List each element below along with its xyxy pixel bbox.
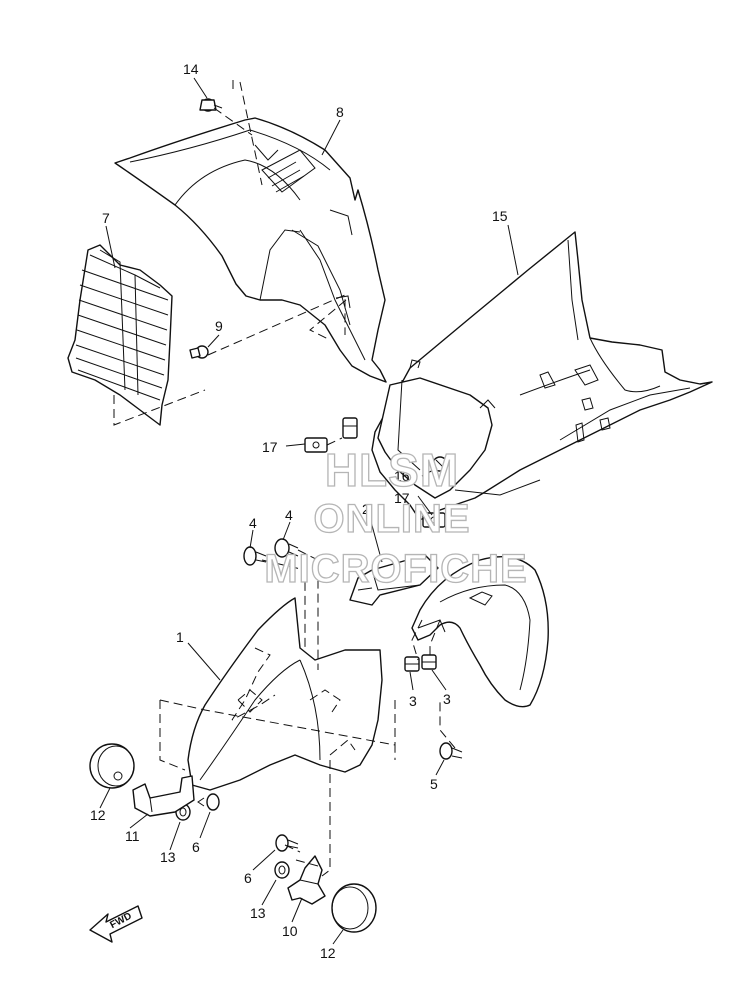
callouts: 14 8 7 9 15 17 16 17 2 4 4 1 3 3 5 12 11… (90, 61, 508, 961)
clip-upper-icon (342, 417, 358, 439)
callout-3b: 3 (443, 691, 451, 707)
part-11-bracket (132, 775, 195, 817)
watermark-line3: MICROFICHE (264, 547, 527, 591)
callout-3a: 3 (409, 693, 417, 709)
callout-12a: 12 (90, 807, 106, 823)
nut-17a-icon (304, 437, 328, 453)
bolt-6a-icon (197, 793, 220, 811)
watermark-line2: ONLINE (313, 497, 470, 541)
callout-17b: 17 (394, 490, 410, 506)
callout-8: 8 (336, 104, 344, 120)
callout-14: 14 (183, 61, 199, 77)
callout-12b: 12 (320, 945, 336, 961)
callout-6b: 6 (244, 870, 252, 886)
bolt-14-icon (199, 98, 223, 112)
callout-4b: 4 (285, 507, 293, 523)
callout-13a: 13 (160, 849, 176, 865)
callout-16: 16 (394, 468, 410, 484)
part-10-bracket (287, 855, 326, 905)
callout-5: 5 (430, 776, 438, 792)
callout-11: 11 (125, 828, 140, 844)
part-12-reflector-left (89, 743, 135, 789)
bolt-9-icon (189, 345, 209, 359)
callout-15: 15 (492, 208, 508, 224)
part-15-under-cover (371, 231, 713, 521)
callout-4a: 4 (249, 515, 257, 531)
rear-fender-right (411, 556, 549, 708)
callout-10: 10 (282, 923, 298, 939)
part-7-grille (67, 244, 173, 426)
watermark-line1: HLSM (325, 444, 459, 496)
fwd-arrow-icon: FWD (89, 905, 143, 943)
leader-lines (99, 77, 519, 945)
watermark: HLSM ONLINE MICROFICHE (264, 443, 528, 591)
part-12-reflector-right (331, 883, 377, 933)
callout-17a: 17 (262, 439, 278, 455)
washer-13b-icon (274, 861, 290, 879)
bolt-6b-icon (275, 834, 299, 852)
bolts (175, 98, 463, 879)
bolt-4b-icon (274, 538, 299, 558)
callout-7: 7 (102, 210, 110, 226)
nut-17b-icon (422, 512, 446, 528)
callout-9: 9 (215, 318, 223, 334)
bolt-5-icon (439, 742, 463, 760)
callout-1: 1 (176, 629, 184, 645)
part-8-front-cowl (114, 117, 387, 383)
bolt-16-icon (432, 456, 448, 472)
part-1-front-fender (187, 597, 383, 791)
callout-13b: 13 (250, 905, 266, 921)
part-3-clips (404, 654, 437, 672)
callout-2: 2 (362, 501, 370, 517)
callout-6a: 6 (192, 839, 200, 855)
part-2-bracket (349, 554, 439, 606)
assembly-lines (113, 80, 456, 877)
bolt-4a-icon (243, 546, 267, 566)
